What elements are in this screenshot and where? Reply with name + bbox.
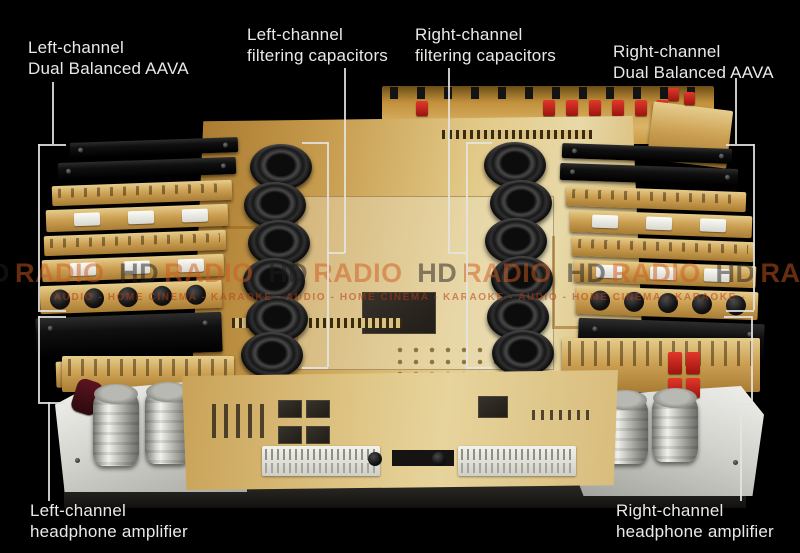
callout-line-right-filter [448, 68, 450, 253]
callout-tick [38, 144, 66, 146]
red-capacitor [635, 100, 647, 116]
red-capacitor [543, 100, 555, 116]
callout-tick [726, 310, 754, 312]
transistor-row [390, 87, 705, 99]
red-capacitor [566, 100, 578, 116]
red-capacitor [684, 92, 695, 105]
label-line: Dual Balanced AAVA [613, 62, 774, 82]
label-right-filter: Right-channel filtering capacitors [415, 25, 556, 66]
label-line: headphone amplifier [30, 521, 188, 541]
callout-tick [302, 367, 328, 369]
front-connector [262, 446, 380, 476]
front-connector [458, 446, 576, 476]
right-silver-capacitor [652, 388, 698, 462]
component-row [532, 410, 592, 420]
component-row [212, 404, 266, 438]
callout-bracket-left-headphone [38, 316, 40, 402]
callout-tick [724, 316, 752, 318]
label-left-aava: Left-channel Dual Balanced AAVA [28, 38, 189, 79]
connector-strip [442, 130, 592, 139]
callout-tick [302, 142, 328, 144]
callout-tick [724, 403, 752, 405]
red-capacitor [612, 100, 624, 116]
left-heatsink-plate [35, 311, 223, 359]
label-line: Right-channel [613, 42, 721, 61]
red-capacitor [686, 352, 700, 374]
callout-line-left-aava [52, 82, 54, 144]
label-right-headphone: Right-channel headphone amplifier [616, 501, 774, 542]
left-aava-board [39, 279, 223, 315]
callout-tick [466, 367, 492, 369]
callout-line-right-aava [735, 78, 737, 144]
red-capacitor [589, 100, 601, 116]
label-line: filtering capacitors [415, 45, 557, 65]
label-line: Left-channel [28, 38, 124, 57]
mcu-chip [478, 396, 508, 418]
left-filtering-capacitor [241, 332, 303, 378]
callout-tick [38, 310, 66, 312]
callout-jog [448, 252, 466, 254]
label-line: Left-channel [30, 501, 126, 520]
red-capacitor [668, 88, 679, 101]
callout-line-right-headphone [740, 403, 742, 501]
connector-strip [232, 318, 402, 328]
right-filtering-capacitor [492, 330, 554, 376]
right-headphone-pcb-rear [562, 338, 760, 392]
label-left-headphone: Left-channel headphone amplifier [30, 501, 188, 542]
callout-tick [38, 316, 66, 318]
callout-bracket-left-filter [327, 142, 329, 367]
callout-bracket-right-aava [753, 144, 755, 310]
callout-line-left-filter [344, 68, 346, 253]
left-silver-capacitor [93, 384, 139, 466]
label-left-filter: Left-channel filtering capacitors [247, 25, 388, 66]
label-line: Right-channel [616, 501, 724, 520]
callout-tick [466, 142, 492, 144]
label-line: Right-channel [415, 25, 523, 44]
label-line: Dual Balanced AAVA [28, 58, 189, 78]
callout-tick [38, 402, 66, 404]
callout-bracket-right-filter [466, 142, 468, 367]
label-line: filtering capacitors [247, 45, 389, 65]
red-capacitor [416, 101, 428, 116]
callout-bracket-right-headphone [751, 316, 753, 403]
callout-bracket-left-aava [38, 144, 40, 310]
callout-jog [327, 252, 345, 254]
label-line: headphone amplifier [616, 521, 774, 541]
red-capacitor [668, 352, 682, 374]
label-right-aava: Right-channel Dual Balanced AAVA [613, 42, 774, 83]
front-headphone-board [182, 370, 618, 490]
callout-tick [726, 144, 754, 146]
label-line: Left-channel [247, 25, 343, 44]
callout-line-left-headphone [48, 402, 50, 501]
